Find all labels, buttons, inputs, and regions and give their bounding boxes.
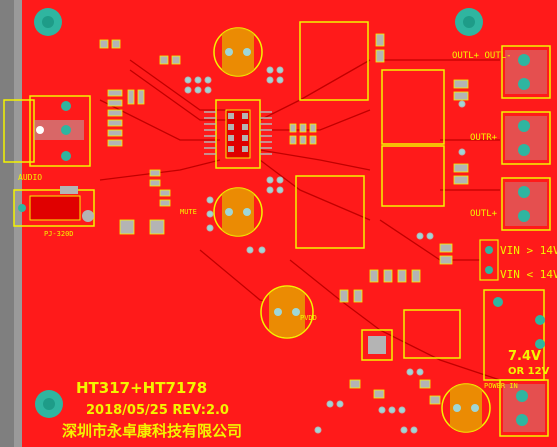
inductor-l6 <box>403 309 461 359</box>
screw-terminal-icon <box>499 379 549 437</box>
electrolytic-capacitor-icon <box>441 383 491 433</box>
electrolytic-capacitor-icon <box>260 285 314 339</box>
smd-components <box>99 33 469 405</box>
mount-hole-icon <box>34 8 62 36</box>
mount-hole-icon <box>455 8 483 36</box>
vin-high-label: VIN > 14V <box>500 244 557 257</box>
mount-hole-icon <box>35 390 63 418</box>
pj320d-label: PJ-320D <box>44 230 74 238</box>
screw-terminal-icon <box>501 177 551 231</box>
company-name: 深圳市永卓康科技有限公司 <box>62 422 242 440</box>
electrolytic-capacitor-icon <box>213 27 263 77</box>
date-rev: 2018/05/25 REV:2.0 <box>86 403 229 418</box>
audio-label: AUDIO <box>18 173 42 182</box>
board-left-edge <box>14 0 22 447</box>
power-jack <box>483 289 545 381</box>
power-in-label: POWER IN <box>484 382 518 390</box>
out-top-label: OUTL+ OUTL- <box>452 51 512 61</box>
boost-ic <box>361 329 393 361</box>
main-ic <box>204 99 272 169</box>
audio-jack-icon <box>3 95 91 167</box>
vin-low-label: VIN < 14V <box>500 268 557 281</box>
inductor-l2 <box>381 69 445 145</box>
power-volt-label: 7.4V <box>508 349 541 364</box>
electrolytic-capacitor-icon <box>213 187 263 237</box>
board-copper <box>20 0 557 447</box>
mute-label: MUTE <box>180 208 197 216</box>
vias <box>184 66 466 434</box>
inductor-l3 <box>381 145 445 207</box>
pvdd-label: PVDD <box>300 314 317 322</box>
out-bottom-label: OUTL+ <box>470 209 498 219</box>
pj320d-connector <box>13 186 95 227</box>
inductor-l1 <box>299 21 369 101</box>
screw-terminal-icon <box>501 45 551 99</box>
chip-title: HT317+HT7178 <box>76 379 207 397</box>
power-12v-label: OR 12V <box>508 366 550 377</box>
out-middle-label: OUTR+ <box>470 133 498 143</box>
inductor-l4 <box>295 175 365 249</box>
screw-terminal-icon <box>501 111 551 165</box>
vin-indicator <box>479 239 499 281</box>
